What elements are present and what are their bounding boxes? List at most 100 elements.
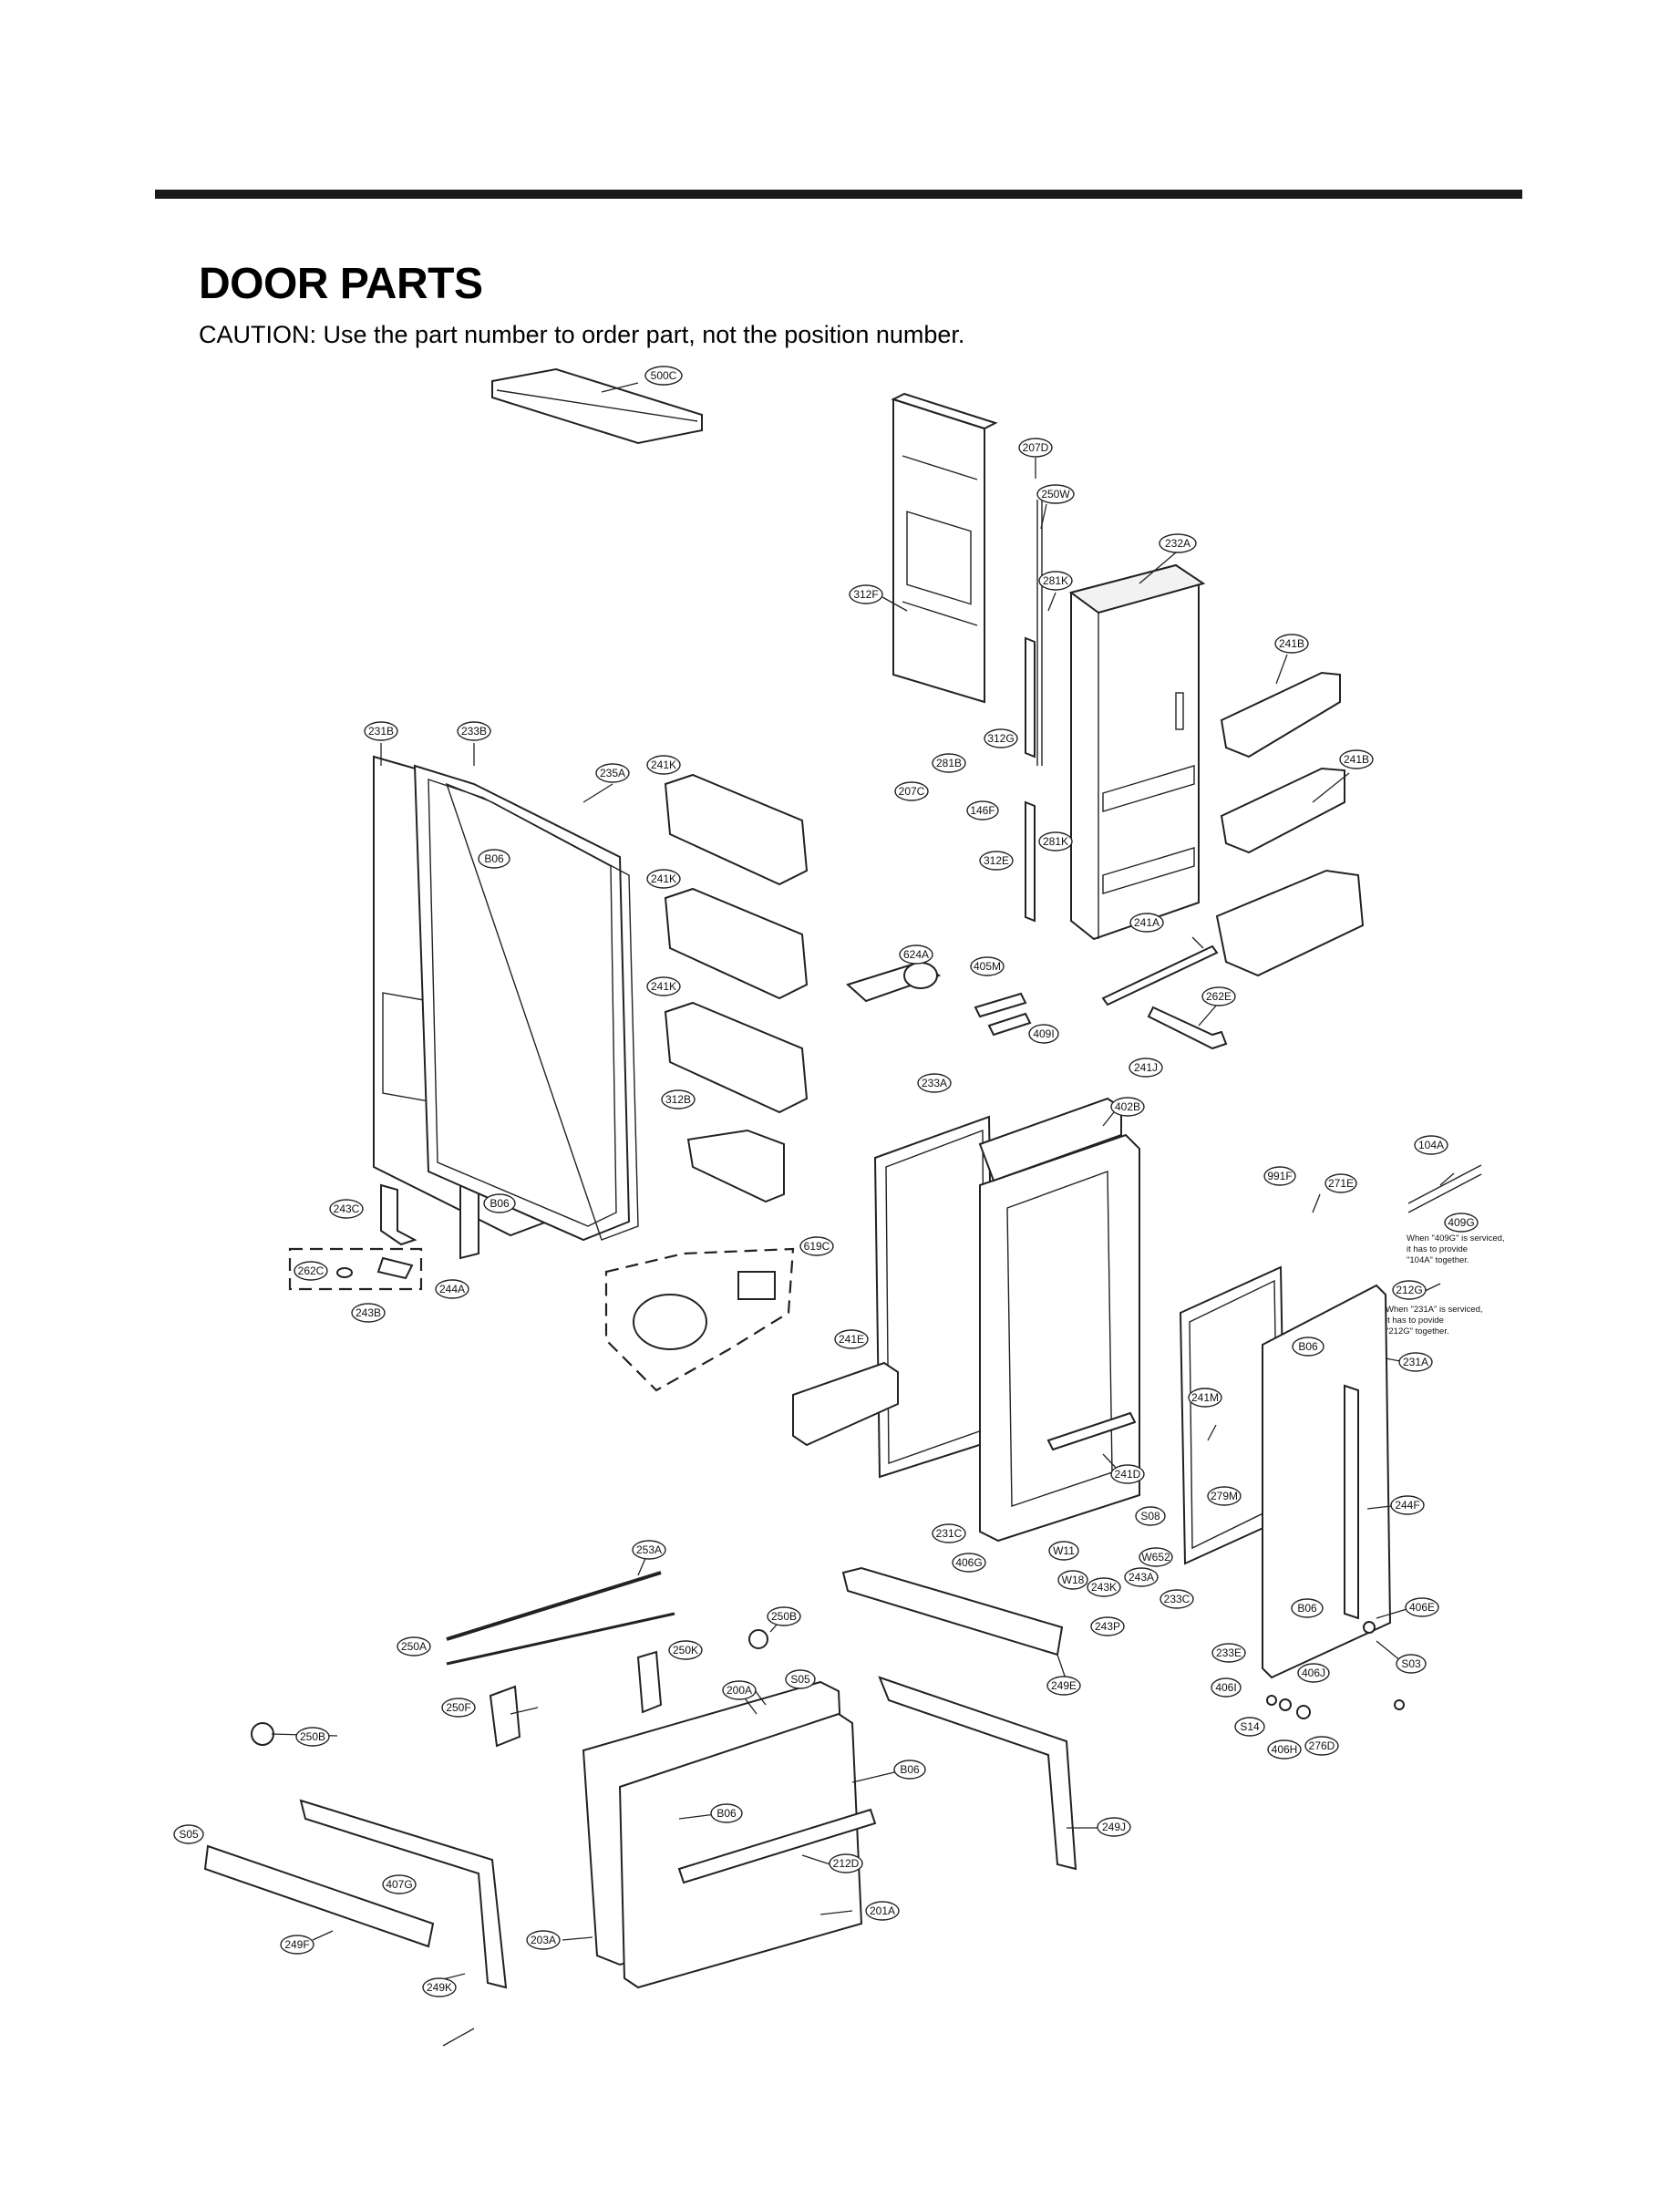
callout-label: 406J xyxy=(1302,1667,1325,1679)
callout-label: B06 xyxy=(484,852,504,865)
part-262e-wrench xyxy=(1147,1006,1228,1050)
callout-281B: 281B xyxy=(932,753,966,773)
callout-281K-mid: 281K xyxy=(1038,831,1073,851)
callout-B06-3: B06 xyxy=(1292,1337,1324,1357)
callout-label: 200A xyxy=(727,1684,752,1697)
callout-407G: 407G xyxy=(382,1874,417,1894)
part-253a-rails xyxy=(446,1571,675,1666)
callout-249F: 249F xyxy=(280,1935,314,1955)
callout-233A-top: 233A xyxy=(917,1073,952,1093)
callout-label: 243A xyxy=(1129,1571,1154,1584)
callout-label: 241D xyxy=(1115,1468,1141,1481)
callout-label: 249J xyxy=(1102,1821,1126,1833)
callout-406G: 406G xyxy=(952,1553,986,1573)
callout-312F: 312F xyxy=(849,584,883,604)
callout-241D: 241D xyxy=(1110,1464,1145,1484)
callout-label: 624A xyxy=(903,948,929,961)
callout-241M: 241M xyxy=(1188,1388,1222,1408)
callout-label: W18 xyxy=(1062,1574,1085,1586)
callout-label: 249E xyxy=(1051,1679,1077,1692)
callout-label: 231C xyxy=(936,1527,963,1540)
note-231a-line-1: When "231A" is serviced, xyxy=(1386,1305,1483,1315)
callout-276D: 276D xyxy=(1304,1736,1339,1756)
callout-label: 231B xyxy=(368,725,394,738)
callout-label: S05 xyxy=(179,1828,199,1841)
part-241b-bins xyxy=(1215,671,1365,977)
callout-233B: 233B xyxy=(457,721,491,741)
part-233a-gasket xyxy=(873,1115,995,1479)
callout-S08: S08 xyxy=(1135,1506,1166,1526)
callout-label: 241A xyxy=(1134,916,1160,929)
callout-249E: 249E xyxy=(1046,1676,1081,1696)
callout-label: 250B xyxy=(300,1730,325,1743)
callout-label: 249K xyxy=(427,1981,452,1994)
callout-500C: 500C xyxy=(644,366,683,386)
callout-244A: 244A xyxy=(435,1279,469,1299)
callout-243P: 243P xyxy=(1090,1616,1125,1636)
callout-label: 250B xyxy=(771,1610,797,1623)
callout-label: 244F xyxy=(1395,1499,1419,1512)
part-203a-door xyxy=(582,1680,877,1989)
part-250b-gear-mid xyxy=(748,1629,768,1649)
callout-250B-mid: 250B xyxy=(767,1606,801,1626)
callout-label: 243C xyxy=(334,1202,360,1215)
callout-402B: 402B xyxy=(1110,1097,1145,1117)
part-241e xyxy=(792,1361,899,1447)
part-262c-group xyxy=(288,1247,423,1291)
callout-label: 312G xyxy=(987,732,1014,745)
callout-label: 104A xyxy=(1418,1139,1444,1151)
note-409g-line-2: it has to provide xyxy=(1407,1244,1468,1254)
callout-B06-1: B06 xyxy=(478,849,510,869)
callout-W652: W652 xyxy=(1139,1547,1173,1567)
callout-991F: 991F xyxy=(1263,1166,1296,1186)
part-249k-rail xyxy=(299,1799,508,1989)
callout-label: 241E xyxy=(839,1333,864,1346)
part-624a-filter xyxy=(846,960,942,1003)
callout-409I: 409I xyxy=(1028,1024,1059,1044)
header-rule xyxy=(155,190,1522,199)
note-231a-line-2: it has to povide xyxy=(1386,1316,1444,1326)
callout-label: 407G xyxy=(386,1878,412,1891)
callout-label: W652 xyxy=(1141,1551,1170,1564)
note-231a-line-3: "212G" together. xyxy=(1386,1326,1449,1337)
callout-label: B06 xyxy=(900,1763,920,1776)
part-312b-bracket xyxy=(686,1129,785,1203)
callout-406I: 406I xyxy=(1211,1677,1242,1698)
callout-label: 281K xyxy=(1043,835,1068,848)
callout-406E: 406E xyxy=(1405,1597,1439,1617)
callout-233E: 233E xyxy=(1211,1643,1246,1663)
part-312f-panel xyxy=(891,392,998,704)
callout-203A: 203A xyxy=(526,1930,561,1950)
callout-label: 281B xyxy=(936,757,962,769)
callout-label: 500C xyxy=(651,369,677,382)
callout-label: 241K xyxy=(651,872,676,885)
callout-label: 279M xyxy=(1211,1490,1238,1502)
callout-label: 250K xyxy=(673,1644,698,1656)
callout-label: 241J xyxy=(1134,1061,1158,1074)
callout-label: 212G xyxy=(1396,1284,1422,1296)
part-250k xyxy=(636,1650,663,1714)
callout-312E: 312E xyxy=(979,851,1014,871)
callout-243B: 243B xyxy=(351,1303,386,1323)
callout-241K-2: 241K xyxy=(646,869,681,889)
callout-104A: 104A xyxy=(1414,1135,1448,1155)
callout-249J: 249J xyxy=(1097,1817,1131,1837)
page-title: DOOR PARTS xyxy=(199,260,483,308)
callout-235A: 235A xyxy=(595,763,630,783)
callout-B06-5: B06 xyxy=(893,1760,926,1780)
callout-label: B06 xyxy=(490,1197,510,1210)
callout-S14: S14 xyxy=(1234,1717,1265,1737)
note-231A: When "231A" is serviced, it has to povid… xyxy=(1386,1305,1483,1337)
part-249j-rail xyxy=(878,1676,1077,1871)
callout-label: 249F xyxy=(284,1938,309,1951)
callout-label: 312E xyxy=(984,854,1009,867)
callout-label: 241B xyxy=(1344,753,1369,766)
callout-S05-left: S05 xyxy=(173,1824,204,1844)
callout-label: 250F xyxy=(446,1701,470,1714)
part-405m xyxy=(974,992,1032,1037)
callout-279M: 279M xyxy=(1207,1486,1242,1506)
callout-250F: 250F xyxy=(441,1698,476,1718)
callout-label: S14 xyxy=(1240,1720,1260,1733)
callout-label: 243K xyxy=(1091,1581,1117,1594)
